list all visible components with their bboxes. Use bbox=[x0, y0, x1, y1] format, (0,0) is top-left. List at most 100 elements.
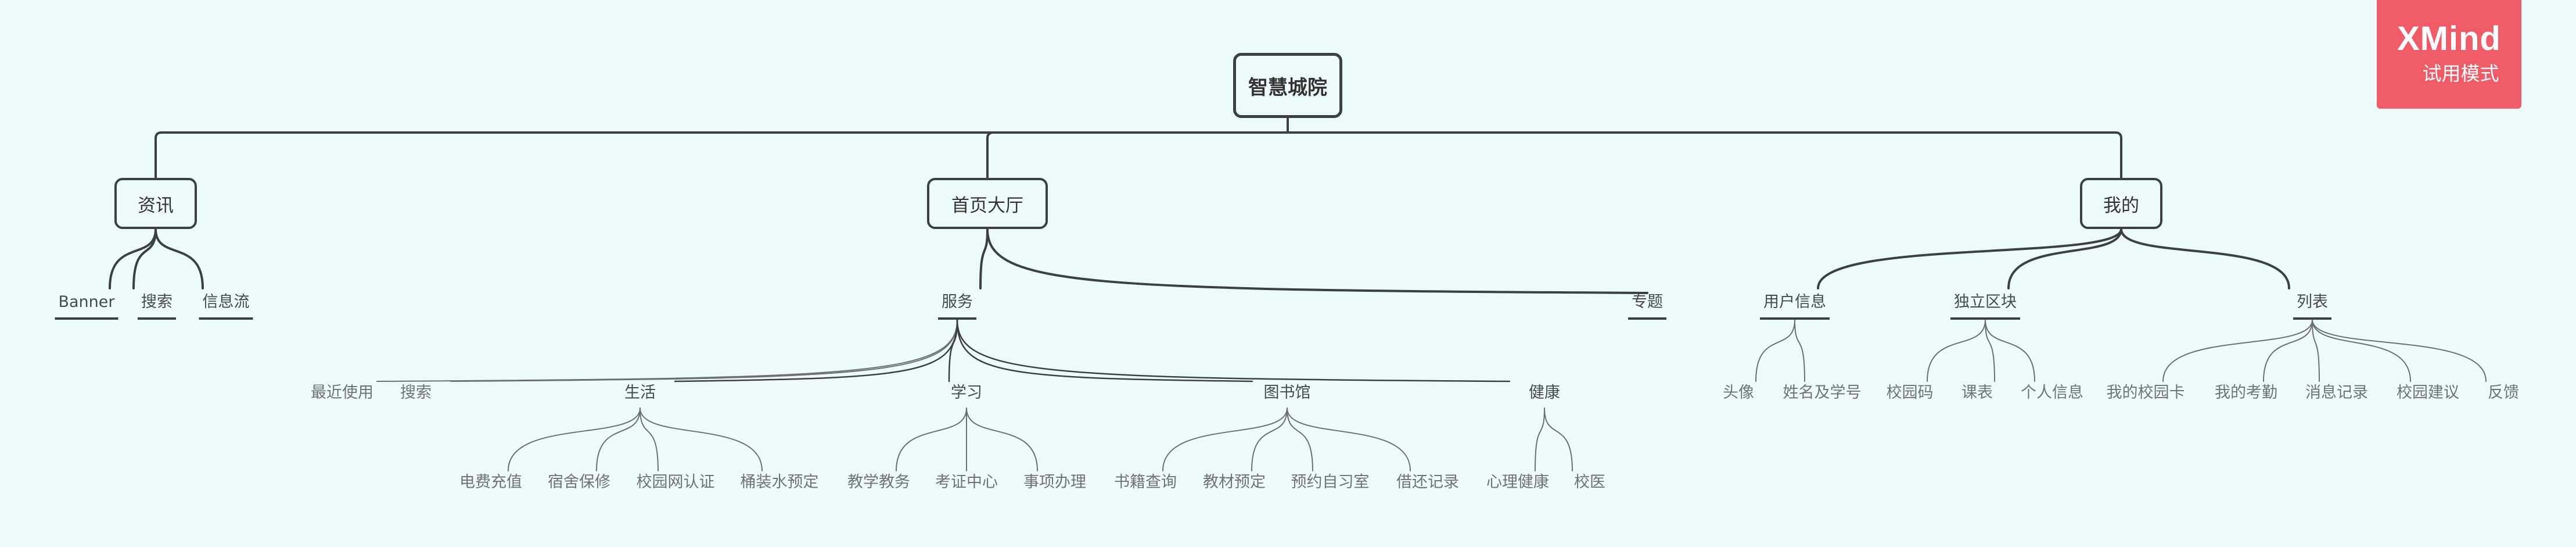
connector-water-order bbox=[639, 407, 763, 471]
leaf-dorm-repair-label: 宿舍保修 bbox=[548, 473, 610, 491]
connector-topics bbox=[986, 228, 1648, 294]
subtopic-topics-underline bbox=[1628, 317, 1666, 320]
connector-news-search bbox=[132, 228, 157, 289]
leaf-borrow[interactable]: 借还记录 bbox=[1396, 474, 1459, 490]
topic-campus-code[interactable]: 校园码 bbox=[1887, 385, 1934, 401]
leaf-dorm-repair[interactable]: 宿舍保修 bbox=[548, 474, 610, 490]
connector-affairs bbox=[966, 407, 1038, 471]
topic-suggestions[interactable]: 校园建议 bbox=[2397, 385, 2459, 401]
connector-dorm-repair bbox=[596, 407, 641, 471]
subtopic-news-feed[interactable]: 信息流 bbox=[199, 293, 253, 320]
leaf-mental[interactable]: 心理健康 bbox=[1486, 474, 1549, 490]
connector-recent bbox=[376, 319, 958, 382]
connector-academic bbox=[896, 407, 967, 471]
topic-messages[interactable]: 消息记录 bbox=[2305, 385, 2368, 401]
leaf-water-order[interactable]: 桶装水预定 bbox=[741, 474, 819, 490]
subtopic-topics-label: 专题 bbox=[1632, 293, 1663, 311]
leaf-academic[interactable]: 教学教务 bbox=[847, 474, 910, 490]
topic-timetable-label: 课表 bbox=[1961, 384, 1993, 402]
topic-name-id-label: 姓名及学号 bbox=[1783, 384, 1862, 402]
topic-personal-info-label: 个人信息 bbox=[2021, 384, 2083, 402]
subtopic-news-feed-label: 信息流 bbox=[202, 293, 250, 311]
topic-campus-card[interactable]: 我的校园卡 bbox=[2107, 385, 2185, 401]
leaf-affairs-label: 事项办理 bbox=[1023, 473, 1086, 491]
topic-health-label: 健康 bbox=[1529, 384, 1560, 402]
connector-blocks bbox=[2007, 228, 2122, 289]
connector-avatar bbox=[1755, 319, 1795, 382]
subtopic-blocks[interactable]: 独立区块 bbox=[1950, 293, 2020, 320]
connector-health bbox=[956, 319, 1511, 382]
topic-feedback-label: 反馈 bbox=[2488, 384, 2519, 402]
leaf-textbook[interactable]: 教材预定 bbox=[1203, 474, 1266, 490]
connector-textbook bbox=[1251, 407, 1288, 471]
leaf-book-query[interactable]: 书籍查询 bbox=[1114, 474, 1177, 490]
topic-attendance[interactable]: 我的考勤 bbox=[2215, 385, 2277, 401]
connector-services bbox=[979, 228, 989, 289]
watermark-title: XMind bbox=[2397, 20, 2501, 58]
subtopic-services[interactable]: 服务 bbox=[938, 293, 976, 320]
leaf-borrow-label: 借还记录 bbox=[1396, 473, 1459, 491]
connector-home bbox=[986, 131, 994, 179]
topic-personal-info[interactable]: 个人信息 bbox=[2021, 385, 2083, 401]
connector-user-info bbox=[1817, 228, 2122, 289]
subtopic-lists-label: 列表 bbox=[2297, 293, 2328, 311]
topic-mine[interactable]: 我的 bbox=[2080, 178, 2162, 229]
subtopic-news-banner[interactable]: Banner bbox=[55, 294, 118, 320]
connector-study bbox=[948, 319, 958, 382]
connector-life bbox=[674, 319, 958, 382]
connector-book-query bbox=[1162, 407, 1288, 471]
connector-news-feed bbox=[155, 228, 204, 289]
leaf-exam-center[interactable]: 考证中心 bbox=[935, 474, 998, 490]
leaf-recharge[interactable]: 电费充值 bbox=[459, 474, 522, 490]
leaf-campus-net[interactable]: 校园网认证 bbox=[637, 474, 715, 490]
connector-messages bbox=[2312, 319, 2320, 382]
root-topic[interactable]: 智慧城院 bbox=[1233, 53, 1342, 118]
subtopic-news-search[interactable]: 搜索 bbox=[138, 293, 176, 320]
subtopic-news-banner-underline bbox=[55, 317, 118, 320]
subtopic-blocks-label: 独立区块 bbox=[1954, 293, 2017, 311]
leaf-affairs[interactable]: 事项办理 bbox=[1023, 474, 1086, 490]
topic-feedback[interactable]: 反馈 bbox=[2488, 385, 2519, 401]
topic-library[interactable]: 图书馆 bbox=[1264, 385, 1311, 401]
subtopic-lists[interactable]: 列表 bbox=[2293, 293, 2331, 320]
connector-campus-card bbox=[2162, 319, 2313, 382]
leaf-study-room-label: 预约自习室 bbox=[1291, 473, 1370, 491]
connector-news bbox=[155, 131, 163, 179]
subtopic-news-search-label: 搜索 bbox=[141, 293, 173, 311]
topic-name-id[interactable]: 姓名及学号 bbox=[1783, 385, 1862, 401]
topic-library-label: 图书馆 bbox=[1263, 384, 1311, 402]
leaf-mental-label: 心理健康 bbox=[1486, 473, 1549, 491]
subtopic-blocks-underline bbox=[1950, 317, 2020, 320]
topic-recent[interactable]: 最近使用 bbox=[311, 385, 373, 401]
subtopic-topics[interactable]: 专题 bbox=[1628, 293, 1666, 320]
subtopic-services-underline bbox=[938, 317, 976, 320]
leaf-exam-center-label: 考证中心 bbox=[935, 473, 998, 491]
xmind-trial-watermark: XMind 试用模式 bbox=[2377, 0, 2521, 109]
subtopic-news-search-underline bbox=[138, 317, 176, 320]
leaf-campus-net-label: 校园网认证 bbox=[636, 473, 715, 491]
topic-news[interactable]: 资讯 bbox=[114, 178, 197, 229]
connector-timetable bbox=[1985, 319, 1995, 382]
topic-avatar[interactable]: 头像 bbox=[1723, 385, 1754, 401]
topic-study-label: 学习 bbox=[951, 384, 982, 402]
leaf-study-room[interactable]: 预约自习室 bbox=[1291, 474, 1370, 490]
connector-borrow bbox=[1287, 407, 1411, 471]
subtopic-user-info-label: 用户信息 bbox=[1763, 293, 1826, 311]
topic-life[interactable]: 生活 bbox=[624, 385, 656, 401]
connector-mental bbox=[1535, 407, 1545, 471]
subtopic-user-info[interactable]: 用户信息 bbox=[1760, 293, 1830, 320]
topic-study[interactable]: 学习 bbox=[951, 385, 982, 401]
connector-suggestions bbox=[2312, 319, 2411, 382]
subtopic-services-label: 服务 bbox=[942, 293, 973, 311]
topic-timetable[interactable]: 课表 bbox=[1961, 385, 1993, 401]
leaf-clinic[interactable]: 校医 bbox=[1574, 474, 1605, 490]
topic-recent-label: 最近使用 bbox=[311, 384, 373, 402]
topic-svc-search-label: 搜索 bbox=[400, 384, 432, 402]
topic-home[interactable]: 首页大厅 bbox=[927, 178, 1048, 229]
topic-health[interactable]: 健康 bbox=[1529, 385, 1560, 401]
leaf-academic-label: 教学教务 bbox=[847, 473, 910, 491]
connector-campus-code bbox=[1927, 319, 1986, 382]
watermark-subtitle: 试用模式 bbox=[2422, 62, 2499, 85]
topic-svc-search[interactable]: 搜索 bbox=[400, 385, 432, 401]
